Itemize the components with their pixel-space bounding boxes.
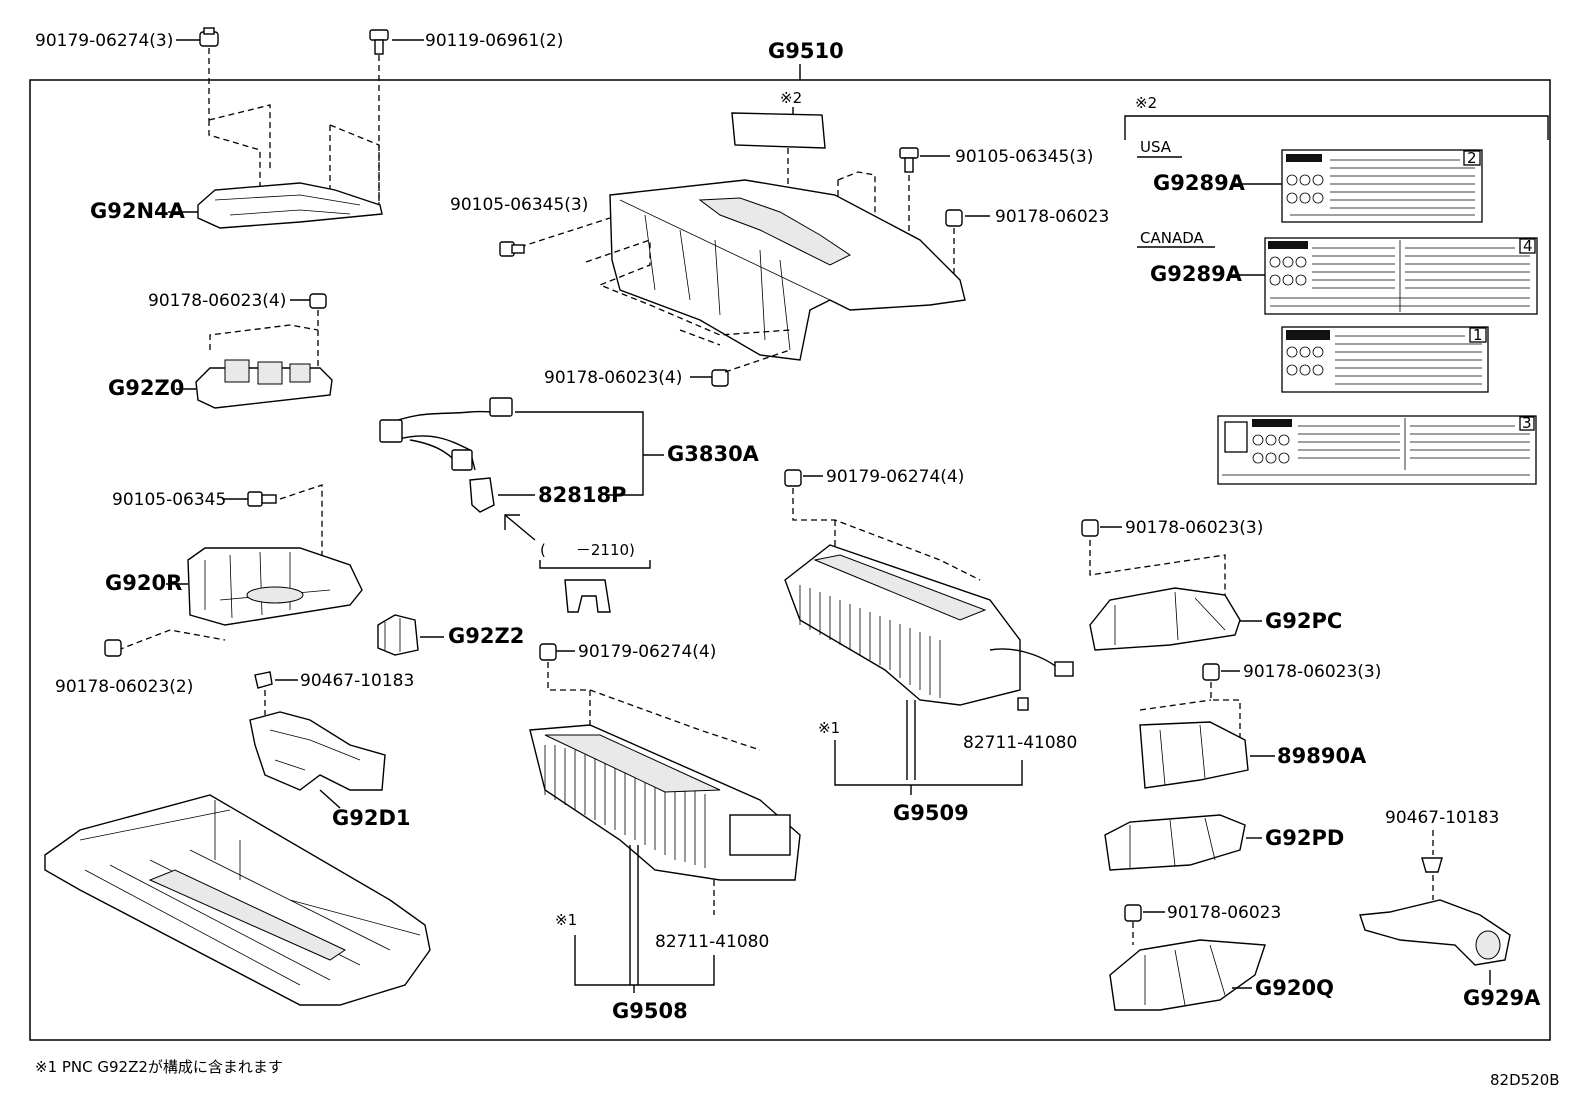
- callout-90178-06023-4b[interactable]: 90178-06023(4): [544, 368, 682, 388]
- nut-icon: [1202, 663, 1220, 681]
- callout-g3830a[interactable]: G3830A: [667, 442, 760, 466]
- note-1-b: ※1: [555, 911, 577, 929]
- callout-g929a[interactable]: G929A: [1463, 986, 1541, 1010]
- callout-90178-06023-3b[interactable]: 90178-06023(3): [1243, 662, 1381, 682]
- note-1-a: ※1: [818, 719, 840, 737]
- clip-g92z2: [377, 614, 419, 656]
- callout-90179-06274-4a[interactable]: 90179-06274(4): [826, 467, 964, 487]
- bolt-icon: [369, 29, 389, 55]
- callout-82711-41080-b[interactable]: 82711-41080: [655, 932, 769, 952]
- region-canada: CANADA: [1140, 229, 1205, 247]
- callout-g92d1[interactable]: G92D1: [332, 806, 411, 830]
- callout-90467-10183-a[interactable]: 90467-10183: [300, 671, 414, 691]
- callout-g920r[interactable]: G920R: [105, 571, 182, 595]
- callout-g9508[interactable]: G9508: [612, 999, 688, 1023]
- callout-g92pc[interactable]: G92PC: [1265, 609, 1342, 633]
- clip-icon: [1017, 697, 1029, 711]
- label-number-4: 4: [1523, 237, 1533, 255]
- nut-icon: [199, 27, 219, 47]
- callout-90119-06961-2[interactable]: 90119-06961(2): [425, 31, 563, 51]
- duct-g920q: [1109, 939, 1266, 1011]
- label-number-1: 1: [1473, 326, 1483, 344]
- callout-g92pd[interactable]: G92PD: [1265, 826, 1344, 850]
- wire-harness-g3830a: [379, 397, 513, 471]
- nut-icon: [1124, 904, 1142, 922]
- group-label-g9510: G9510: [768, 39, 844, 63]
- callout-g9509[interactable]: G9509: [893, 801, 969, 825]
- callout-90179-06274-3[interactable]: 90179-06274(3): [35, 31, 173, 51]
- cover-g92pc: [1089, 587, 1241, 651]
- cover-g92n4a: [197, 182, 383, 229]
- callout-90178-06023-3a[interactable]: 90178-06023(3): [1125, 518, 1263, 538]
- bolt-icon: [499, 241, 525, 257]
- nut-icon: [711, 369, 729, 387]
- callout-90179-06274-4b[interactable]: 90179-06274(4): [578, 642, 716, 662]
- clip-icon: [254, 671, 273, 689]
- duct-g92d1: [249, 711, 386, 791]
- callout-82818p[interactable]: 82818P: [538, 483, 626, 507]
- label-number-3: 3: [1522, 414, 1532, 432]
- callout-g92n4a[interactable]: G92N4A: [90, 199, 186, 223]
- diagram-id: 82D520B: [1490, 1071, 1560, 1089]
- callout-90178-06023-top[interactable]: 90178-06023: [995, 207, 1109, 227]
- callout-g920q[interactable]: G920Q: [1255, 976, 1334, 1000]
- cover-g92pd: [1104, 814, 1246, 871]
- warning-label-canada: [1264, 237, 1538, 315]
- connector-82818p: [469, 477, 495, 513]
- region-usa: USA: [1140, 138, 1172, 156]
- battery-cover-g9510: [609, 179, 966, 361]
- callout-90105-06345[interactable]: 90105-06345: [112, 490, 226, 510]
- callout-90178-06023-4a[interactable]: 90178-06023(4): [148, 291, 286, 311]
- clip-icon: [1421, 857, 1443, 873]
- label-number-2: 2: [1467, 149, 1477, 167]
- callout-82711-41080-a[interactable]: 82711-41080: [963, 733, 1077, 753]
- footer-note: ※1 PNC G92Z2が構成に含まれます: [35, 1058, 283, 1076]
- clip-date-range: [564, 579, 611, 613]
- callout-90178-06023-b[interactable]: 90178-06023: [1167, 903, 1281, 923]
- arrow-icon: [504, 514, 536, 541]
- duct-g929a: [1359, 899, 1511, 966]
- date-range-label: ( －2110): [540, 541, 635, 559]
- note-2-labels: ※2: [1135, 94, 1157, 112]
- callout-90105-06345-3b[interactable]: 90105-06345(3): [955, 147, 1093, 167]
- bolt-icon: [247, 491, 277, 507]
- callout-g92z2[interactable]: G92Z2: [448, 624, 524, 648]
- warning-label-japan: [1281, 326, 1489, 393]
- relay-block-g92z0: [195, 359, 333, 409]
- callout-g9289a-usa[interactable]: G9289A: [1153, 171, 1246, 195]
- callout-89890a[interactable]: 89890A: [1277, 744, 1367, 768]
- bracket-g920r: [187, 547, 363, 626]
- nut-icon: [309, 293, 327, 309]
- battery-module-g9508: [529, 724, 801, 881]
- nut-icon: [539, 643, 557, 661]
- callout-90467-10183-b[interactable]: 90467-10183: [1385, 808, 1499, 828]
- ecu-89890a: [1139, 721, 1249, 789]
- callout-g92z0[interactable]: G92Z0: [108, 376, 184, 400]
- lower-tray: [44, 794, 431, 1006]
- diagram-frame: [29, 79, 1551, 1041]
- nut-icon: [945, 209, 963, 227]
- battery-module-g9509: [784, 544, 1074, 706]
- callout-90105-06345-3a[interactable]: 90105-06345(3): [450, 195, 588, 215]
- warning-label-usa: [1281, 149, 1483, 223]
- nut-icon: [104, 639, 122, 657]
- callout-g9289a-canada[interactable]: G9289A: [1150, 262, 1243, 286]
- bolt-icon: [899, 147, 919, 173]
- nut-icon: [784, 469, 802, 487]
- note-2-top: ※2: [780, 89, 802, 107]
- callout-90178-06023-2[interactable]: 90178-06023(2): [55, 677, 193, 697]
- warning-label-europe: [1217, 415, 1537, 485]
- nut-icon: [1081, 519, 1099, 537]
